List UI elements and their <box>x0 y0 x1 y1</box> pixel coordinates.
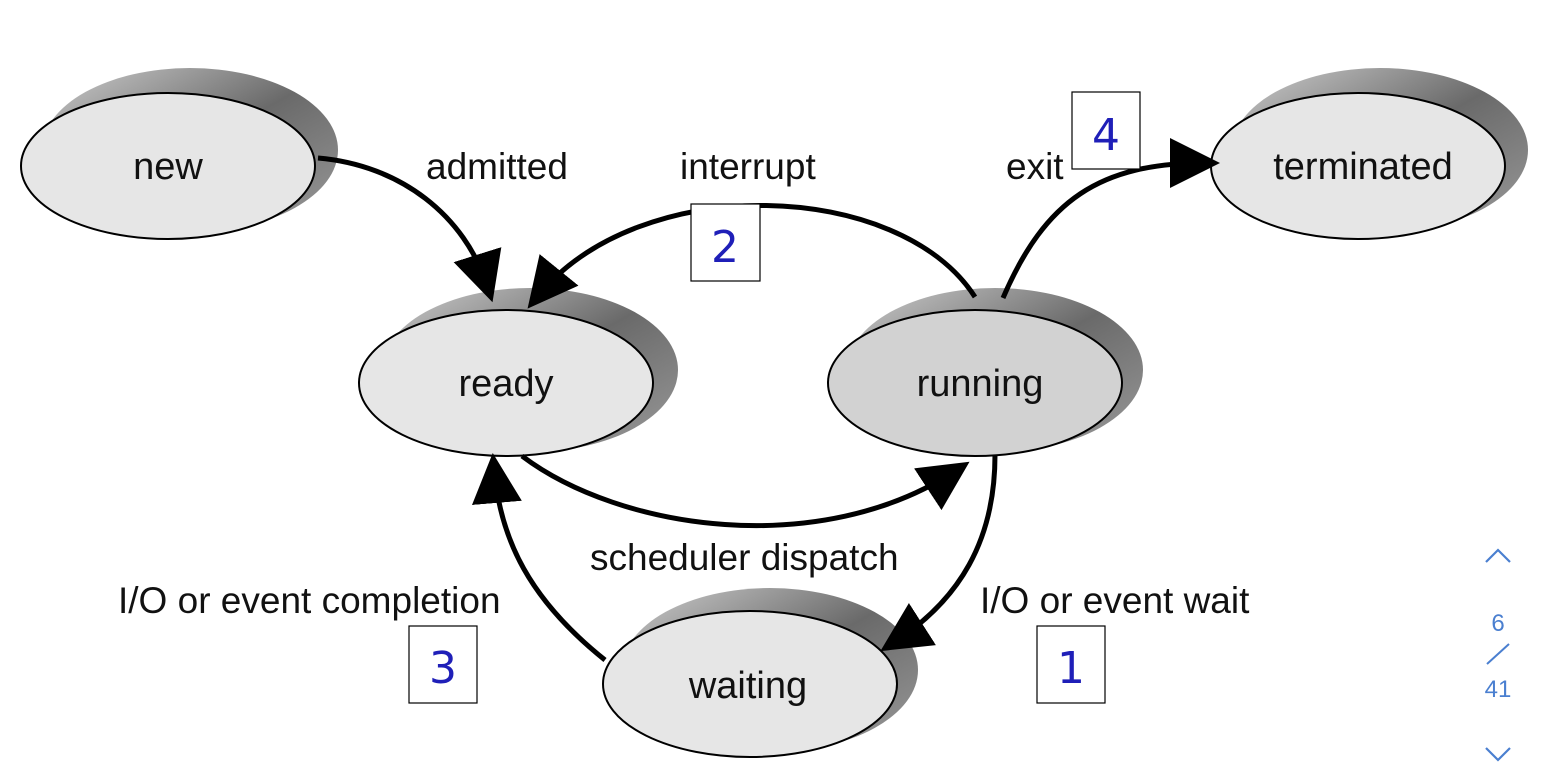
label-io-event-wait: I/O or event wait <box>980 580 1250 621</box>
edge-admitted <box>317 155 502 303</box>
edge-interrupt <box>527 203 978 309</box>
slide-pager: 6 41 <box>1470 540 1526 775</box>
pager-current: 6 <box>1491 610 1505 637</box>
marker-2-label: 2 <box>711 222 739 273</box>
state-running: running <box>827 309 1123 457</box>
label-admitted: admitted <box>426 146 568 187</box>
marker-2: 2 <box>690 203 761 282</box>
pager-total: 41 <box>1484 676 1512 703</box>
chevron-up-icon[interactable] <box>1480 540 1516 568</box>
pager-separator <box>1470 638 1526 675</box>
edge-exit <box>1000 138 1220 299</box>
marker-4-label: 4 <box>1092 110 1120 161</box>
marker-4: 4 <box>1071 91 1141 170</box>
edge-io-event-completion <box>472 453 607 662</box>
label-io-event-completion: I/O or event completion <box>118 580 501 621</box>
state-terminated: terminated <box>1210 92 1506 240</box>
state-waiting-label: waiting <box>688 665 807 707</box>
state-new-label: new <box>133 146 203 188</box>
label-scheduler-dispatch: scheduler dispatch <box>590 537 899 578</box>
state-waiting: waiting <box>602 610 898 758</box>
state-ready-label: ready <box>458 363 553 405</box>
state-running-label: running <box>917 363 1044 405</box>
state-ready: ready <box>358 309 654 457</box>
marker-3: 3 <box>408 625 478 704</box>
label-interrupt: interrupt <box>680 146 816 187</box>
edge-io-event-wait <box>880 454 998 652</box>
label-exit: exit <box>1006 146 1064 187</box>
marker-3-label: 3 <box>429 643 457 694</box>
marker-1-label: 1 <box>1057 643 1085 694</box>
chevron-down-icon[interactable] <box>1480 740 1516 768</box>
state-new: new <box>20 92 316 240</box>
marker-1: 1 <box>1036 625 1106 704</box>
transition-edges <box>317 138 1220 662</box>
edge-scheduler-dispatch <box>520 454 970 529</box>
state-terminated-label: terminated <box>1273 146 1453 188</box>
